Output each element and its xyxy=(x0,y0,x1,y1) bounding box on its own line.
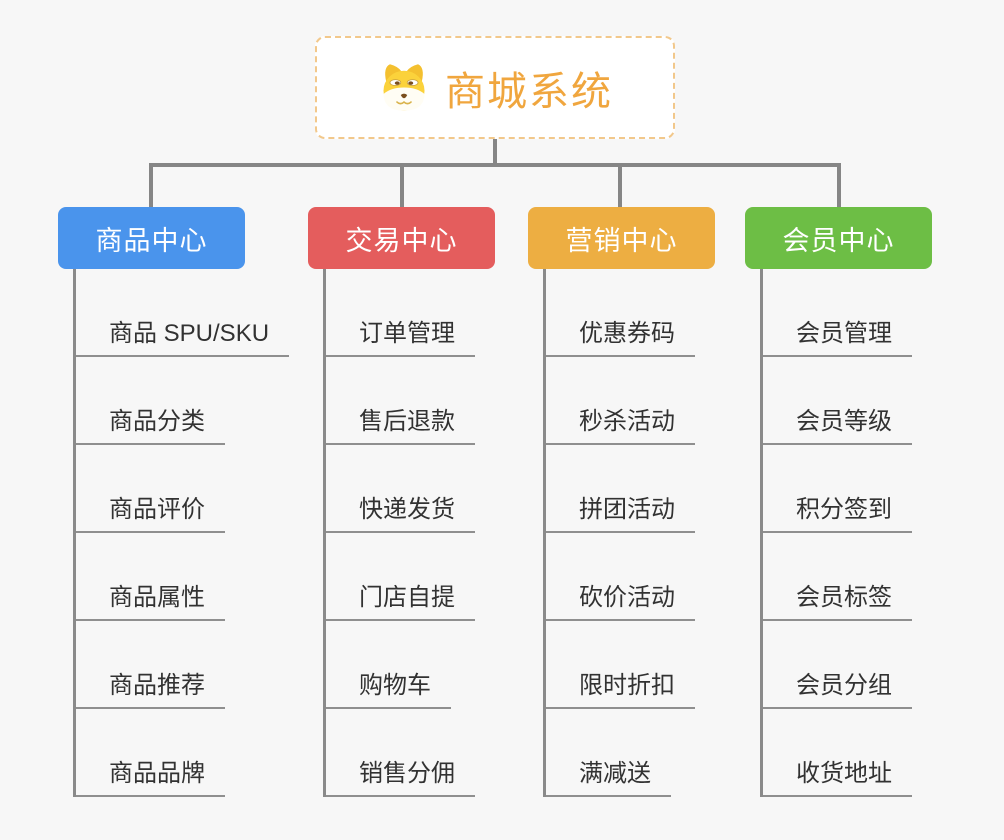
connector-horizontal-bar xyxy=(149,163,841,167)
branch-box-product-center[interactable]: 商品中心 xyxy=(58,207,245,269)
shiba-dog-icon xyxy=(377,61,431,115)
branch-children: 优惠券码 秒杀活动 拼团活动 砍价活动 限时折扣 满减送 xyxy=(543,269,695,797)
child-node[interactable]: 会员标签 xyxy=(763,577,912,621)
child-node[interactable]: 拼团活动 xyxy=(546,489,695,533)
child-node[interactable]: 积分签到 xyxy=(763,489,912,533)
branch-children: 商品 SPU/SKU 商品分类 商品评价 商品属性 商品推荐 商品品牌 xyxy=(73,269,290,797)
branch-children: 会员管理 会员等级 积分签到 会员标签 会员分组 收货地址 xyxy=(760,269,912,797)
branch-label: 交易中心 xyxy=(345,225,458,256)
root-title: 商城系统 xyxy=(445,69,613,114)
connector-drop-marketing xyxy=(618,164,622,208)
child-node[interactable]: 商品评价 xyxy=(76,489,225,533)
child-node[interactable]: 收货地址 xyxy=(763,753,912,797)
branch-children: 订单管理 售后退款 快递发货 门店自提 购物车 销售分佣 xyxy=(323,269,475,797)
branch-product-center: 商品中心 商品 SPU/SKU 商品分类 商品评价 商品属性 商品推荐 商品品牌 xyxy=(58,207,290,797)
child-node[interactable]: 商品推荐 xyxy=(76,665,225,709)
connector-drop-product xyxy=(149,164,153,208)
child-node[interactable]: 商品分类 xyxy=(76,401,225,445)
child-node[interactable]: 售后退款 xyxy=(326,401,475,445)
child-node[interactable]: 销售分佣 xyxy=(326,753,475,797)
branch-label: 营销中心 xyxy=(565,225,678,256)
branch-member-center: 会员中心 会员管理 会员等级 积分签到 会员标签 会员分组 收货地址 xyxy=(745,207,932,797)
child-node[interactable]: 限时折扣 xyxy=(546,665,695,709)
child-node[interactable]: 快递发货 xyxy=(326,489,475,533)
child-node[interactable]: 优惠券码 xyxy=(546,313,695,357)
child-node[interactable]: 砍价活动 xyxy=(546,577,695,621)
child-node[interactable]: 商品属性 xyxy=(76,577,225,621)
child-node[interactable]: 门店自提 xyxy=(326,577,475,621)
child-node[interactable]: 商品品牌 xyxy=(76,753,225,797)
branch-label: 会员中心 xyxy=(782,225,895,256)
connector-root-drop xyxy=(493,139,497,164)
branch-marketing-center: 营销中心 优惠券码 秒杀活动 拼团活动 砍价活动 限时折扣 满减送 xyxy=(528,207,715,797)
child-node[interactable]: 会员等级 xyxy=(763,401,912,445)
branch-label: 商品中心 xyxy=(95,225,208,256)
branch-trade-center: 交易中心 订单管理 售后退款 快递发货 门店自提 购物车 销售分佣 xyxy=(308,207,495,797)
connector-drop-member xyxy=(837,164,841,208)
child-node[interactable]: 秒杀活动 xyxy=(546,401,695,445)
child-node[interactable]: 购物车 xyxy=(326,665,451,709)
branch-box-member-center[interactable]: 会员中心 xyxy=(745,207,932,269)
child-node[interactable]: 订单管理 xyxy=(326,313,475,357)
child-node[interactable]: 会员管理 xyxy=(763,313,912,357)
root-node[interactable]: 商城系统 xyxy=(315,36,675,139)
connector-drop-trade xyxy=(400,164,404,208)
child-node[interactable]: 商品 SPU/SKU xyxy=(76,313,290,357)
branch-box-trade-center[interactable]: 交易中心 xyxy=(308,207,495,269)
branch-box-marketing-center[interactable]: 营销中心 xyxy=(528,207,715,269)
child-node[interactable]: 会员分组 xyxy=(763,665,912,709)
child-node[interactable]: 满减送 xyxy=(546,753,671,797)
